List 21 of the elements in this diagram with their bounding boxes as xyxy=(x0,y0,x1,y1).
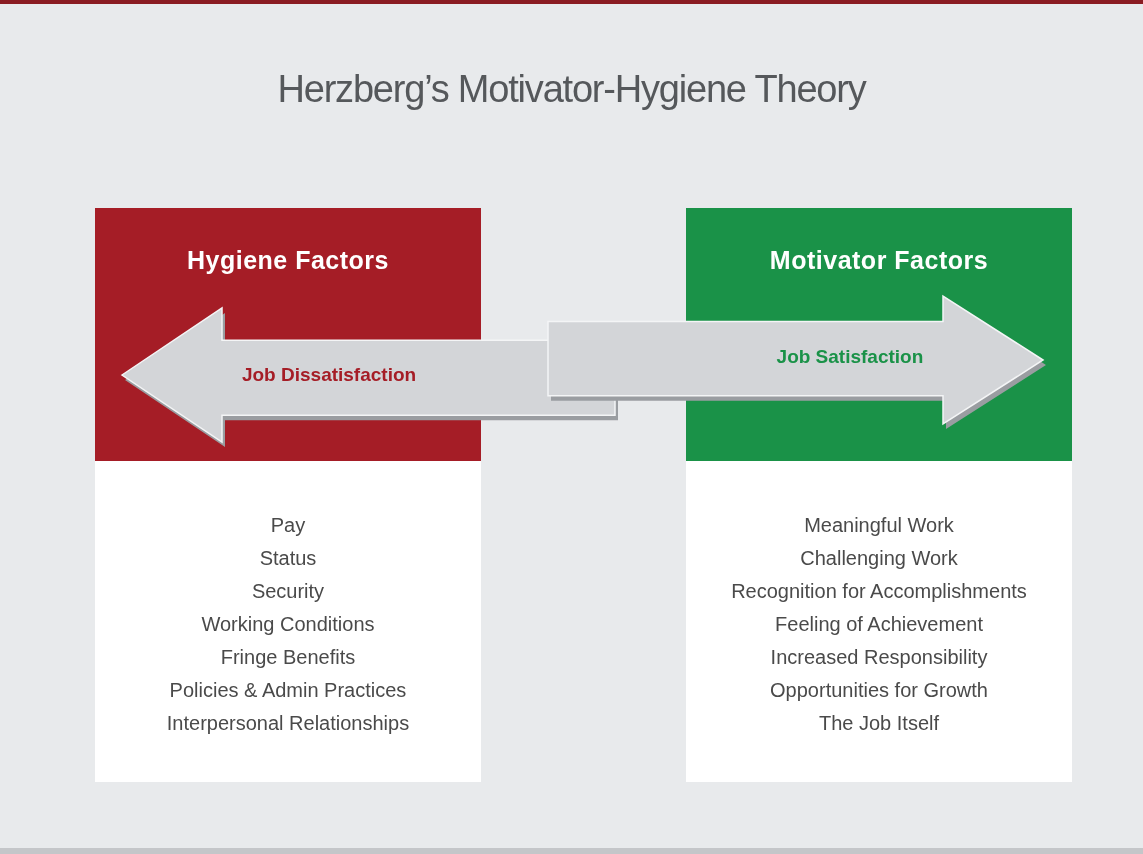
list-item: Fringe Benefits xyxy=(220,645,356,670)
list-item: Working Conditions xyxy=(201,612,375,637)
list-item: Recognition for Accomplishments xyxy=(731,579,1027,604)
list-item: Opportunities for Growth xyxy=(770,678,988,703)
list-item: Policies & Admin Practices xyxy=(169,678,407,703)
panel-heading: Motivator Factors xyxy=(769,246,989,275)
list-item: Meaningful Work xyxy=(804,513,954,538)
arrow-label: Job Satisfaction xyxy=(776,346,924,369)
list-item: Security xyxy=(251,579,325,604)
list-item: Challenging Work xyxy=(800,546,958,571)
list-item: Pay xyxy=(270,513,306,538)
list-panel xyxy=(686,461,1072,782)
list-item: Interpersonal Relationships xyxy=(166,711,410,736)
list-item: Increased Responsibility xyxy=(770,645,988,670)
list-item: The Job Itself xyxy=(818,711,940,736)
panel-heading: Hygiene Factors xyxy=(187,246,389,275)
diagram-title: Herzberg’s Motivator-Hygiene Theory xyxy=(276,68,868,111)
arrow-label: Job Dissatisfaction xyxy=(241,364,417,386)
list-item: Status xyxy=(259,546,317,571)
list-panel xyxy=(95,461,481,782)
list-item: Feeling of Achievement xyxy=(775,612,983,637)
